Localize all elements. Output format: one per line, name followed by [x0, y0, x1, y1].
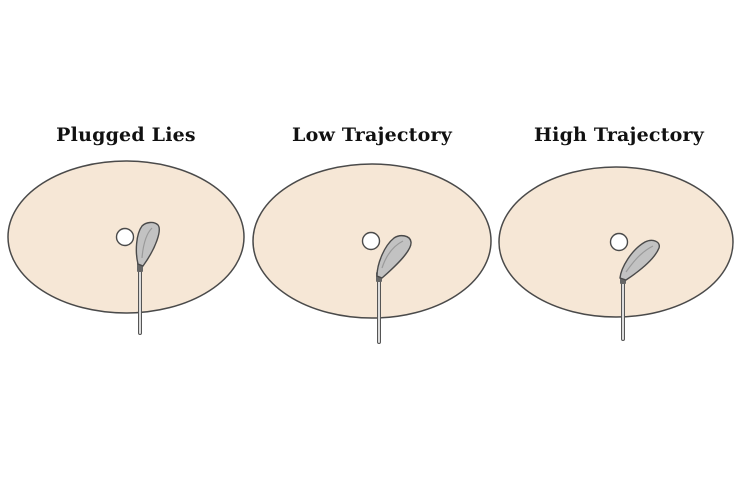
panel-plugged-lies: Plugged Lies	[2, 118, 250, 358]
golf-club-icon	[135, 221, 160, 335]
golf-ball	[361, 231, 381, 251]
panel-illustration	[252, 163, 492, 344]
panel-title: Plugged Lies	[56, 124, 196, 146]
panel-illustration	[498, 166, 734, 341]
golf-club-icon	[619, 239, 660, 341]
panel-low-trajectory: Low Trajectory	[248, 118, 496, 358]
golf-club-icon	[376, 234, 412, 344]
golf-ball	[115, 227, 135, 247]
panel-illustration	[7, 160, 245, 335]
panel-high-trajectory: High Trajectory	[495, 118, 743, 358]
panel-title: Low Trajectory	[292, 124, 452, 146]
panel-title: High Trajectory	[534, 124, 704, 146]
golf-ball	[609, 232, 629, 252]
